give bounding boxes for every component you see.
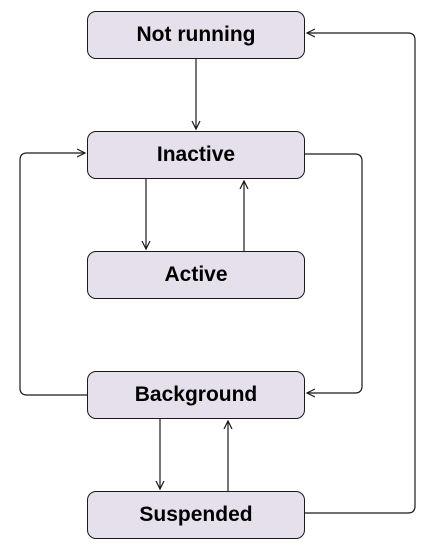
state-label-background: Background bbox=[134, 383, 258, 406]
state-not-running: Not running bbox=[87, 11, 305, 59]
state-label-suspended: Suspended bbox=[139, 503, 253, 526]
state-label-active: Active bbox=[164, 263, 228, 286]
state-label-not-running: Not running bbox=[136, 23, 256, 46]
arrow-inactive-to-background bbox=[305, 153, 363, 393]
arrow-background-to-inactive bbox=[19, 153, 87, 396]
state-active: Active bbox=[87, 251, 305, 299]
state-label-inactive: Inactive bbox=[156, 143, 236, 166]
state-background: Background bbox=[87, 371, 305, 419]
state-inactive: Inactive bbox=[87, 131, 305, 179]
state-suspended: Suspended bbox=[87, 491, 305, 539]
arrow-suspended-to-not-running bbox=[305, 33, 416, 514]
